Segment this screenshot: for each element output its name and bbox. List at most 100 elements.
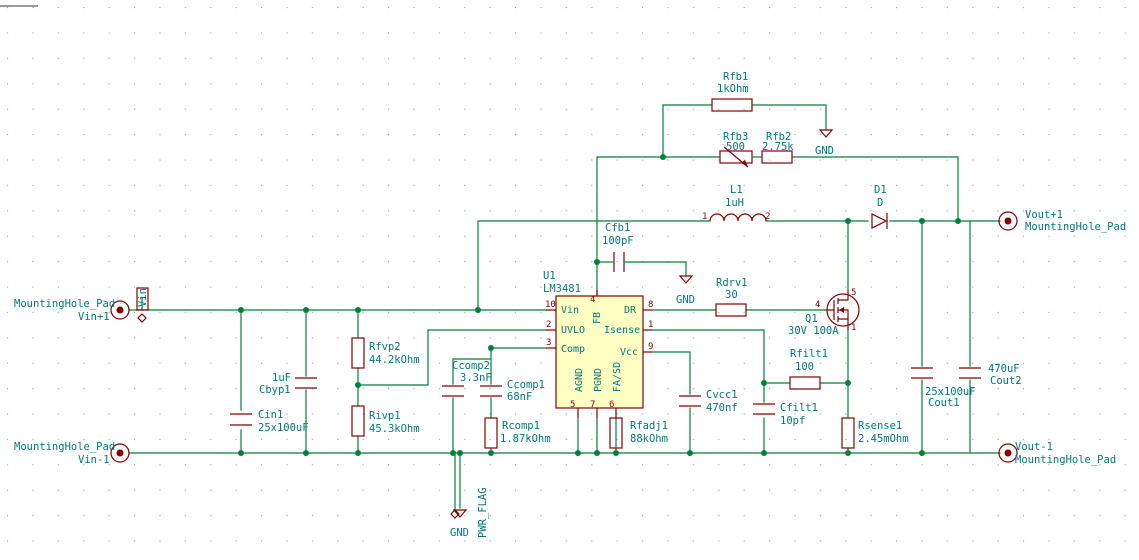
capacitor-ccomp2[interactable]: Ccomp2 3.3nF <box>442 360 492 397</box>
rfadj1-value: 88kOhm <box>630 433 668 445</box>
resistor-rfb2[interactable]: Rfb2 2.75k <box>761 131 794 164</box>
rivp1-value: 45.3kOhm <box>369 423 420 435</box>
cin1-ref: Cin1 <box>258 409 283 421</box>
capacitor-cfilt1[interactable]: Cfilt1 10pf <box>753 402 818 427</box>
resistor-rivp1[interactable]: Rivp1 45.3kOhm <box>351 405 420 437</box>
vin-label-text: Vin <box>137 288 149 307</box>
resistor-rsense1[interactable]: Rsense1 2.45mOhm <box>841 417 909 449</box>
cfilt1-ref: Cfilt1 <box>780 402 818 414</box>
rfb3-value: 500 <box>726 141 745 153</box>
vin-minus-name: MountingHole_Pad <box>14 441 115 453</box>
ccomp2-value: 3.3nF <box>460 372 492 384</box>
capacitor-cbyp1[interactable]: 1uF Cbyp1 <box>259 372 317 396</box>
q1-pin1: 1 <box>851 323 856 333</box>
capacitor-cout1[interactable]: 25x100uF Cout1 <box>911 367 976 409</box>
q1-pin4: 4 <box>815 300 820 310</box>
u1-pin5-num: 5 <box>570 400 575 410</box>
cout1-value: 25x100uF <box>925 386 976 398</box>
rcomp1-value: 1.87kOhm <box>500 433 551 445</box>
vout-plus-ref: Vout+1 <box>1025 209 1063 221</box>
u1-pin-fb: FB <box>592 312 603 324</box>
u1-pin-fasd: FA/SD <box>612 362 623 392</box>
cbyp1-ref: Cbyp1 <box>259 384 291 396</box>
rfilt1-value: 100 <box>795 361 814 373</box>
cvcc1-value: 470nf <box>706 402 738 414</box>
u1-pin-comp: Comp <box>561 344 585 355</box>
u1-ref: U1 <box>543 270 556 282</box>
ccomp1-ref: Ccomp1 <box>507 379 545 391</box>
gnd-cfb-label: GND <box>676 294 695 306</box>
resistor-rcomp1[interactable]: Rcomp1 1.87kOhm <box>484 417 551 449</box>
capacitor-cin1[interactable]: Cin1 25x100uF <box>230 409 309 434</box>
u1-pin-dr: DR <box>624 305 637 316</box>
cfb1-ref: Cfb1 <box>605 222 630 234</box>
u1-pin-vcc: Vcc <box>620 347 638 358</box>
gnd-bottom-label: GND <box>450 527 469 539</box>
pwr-flag-symbol: PWR_FLAG <box>450 487 489 538</box>
gnd-symbol-top: GND <box>815 129 834 157</box>
u1-pin1-num: 1 <box>648 320 653 330</box>
q1-value: 30V 100A <box>788 325 839 337</box>
cfilt1-value: 10pf <box>780 415 805 427</box>
capacitor-ccomp1[interactable]: Ccomp1 68nF <box>480 379 545 403</box>
u1-pin8-num: 8 <box>648 300 653 310</box>
diode-d1[interactable]: D1 D <box>871 184 888 229</box>
vin-power-label: Vin <box>136 287 149 323</box>
u1-pin-isense: Isense <box>604 325 640 336</box>
cin1-value: 25x100uF <box>258 422 309 434</box>
rfb3-ref: Rfb3 <box>723 131 748 143</box>
rfilt1-ref: Rfilt1 <box>790 348 828 360</box>
rsense1-value: 2.45mOhm <box>858 433 909 445</box>
resistor-rfb1[interactable]: Rfb1 1kOhm <box>711 71 753 112</box>
rfb2-ref: Rfb2 <box>766 131 791 143</box>
u1-pin6-num: 6 <box>609 400 614 410</box>
d1-ref: D1 <box>874 184 887 196</box>
u1-value: LM3481 <box>543 283 581 295</box>
u1-pin-uvlo: UVLO <box>561 325 585 336</box>
gnd-top-label: GND <box>815 145 834 157</box>
l1-pin1: 1 <box>702 212 707 222</box>
cout2-ref: Cout2 <box>990 375 1022 387</box>
resistor-rdrv1[interactable]: Rdrv1 30 <box>715 277 748 317</box>
u1-pin-vin: Vin <box>561 305 579 316</box>
cfb1-value: 100pF <box>602 235 634 247</box>
rfb2-value: 2.75k <box>762 141 794 153</box>
gnd-symbol-cfb: GND <box>676 275 695 306</box>
rivp1-ref: Rivp1 <box>369 410 401 422</box>
vin-plus-ref: Vin+1 <box>78 311 110 323</box>
capacitor-cfb1[interactable]: Cfb1 100pF <box>602 222 634 272</box>
mounting-pad-vout-plus[interactable]: Vout+1 MountingHole_Pad <box>998 209 1126 233</box>
rsense1-ref: Rsense1 <box>858 420 902 432</box>
mounting-pad-vin-plus[interactable]: MountingHole_Pad Vin+1 <box>14 298 130 323</box>
rdrv1-ref: Rdrv1 <box>716 277 748 289</box>
mosfet-q1[interactable]: 4 5 1 Q1 30V 100A <box>788 288 860 337</box>
u1-pin9-num: 9 <box>648 342 653 352</box>
rfvp2-value: 44.2kOhm <box>369 354 420 366</box>
l1-pin2: 2 <box>765 212 770 222</box>
rcomp1-ref: Rcomp1 <box>502 420 540 432</box>
cout2-value: 470uF <box>988 363 1020 375</box>
u1-pin2-num: 2 <box>546 320 551 330</box>
vin-plus-name: MountingHole_Pad <box>14 298 115 310</box>
u1-pin4-num: 4 <box>590 295 595 305</box>
capacitor-cout2[interactable]: 470uF Cout2 <box>959 363 1022 387</box>
capacitor-cvcc1[interactable]: Cvcc1 470nf <box>679 389 738 414</box>
vout-minus-name: MountingHole_Pad <box>1015 454 1116 466</box>
wires <box>129 104 1001 511</box>
resistor-rfilt1[interactable]: Rfilt1 100 <box>789 348 828 390</box>
resistor-rfadj1[interactable]: Rfadj1 88kOhm <box>609 417 668 449</box>
resistor-rfvp2[interactable]: Rfvp2 44.2kOhm <box>351 337 420 369</box>
ic-u1-lm3481[interactable]: U1 LM3481 10 2 3 8 1 9 4 5 7 6 Vin UVLO … <box>543 270 653 418</box>
d1-value: D <box>877 197 883 209</box>
q1-pin5: 5 <box>851 288 856 298</box>
cout1-ref: Cout1 <box>928 397 960 409</box>
rdrv1-value: 30 <box>725 289 738 301</box>
mounting-pad-vin-minus[interactable]: MountingHole_Pad Vin-1 <box>14 441 130 466</box>
u1-pin7-num: 7 <box>590 400 595 410</box>
ccomp1-value: 68nF <box>507 391 532 403</box>
l1-ref: L1 <box>730 184 743 196</box>
mounting-pad-vout-minus[interactable]: Vout-1 MountingHole_Pad <box>998 441 1116 466</box>
inductor-l1[interactable]: L1 1uH 1 2 <box>702 184 770 222</box>
u1-pin3-num: 3 <box>546 338 551 348</box>
